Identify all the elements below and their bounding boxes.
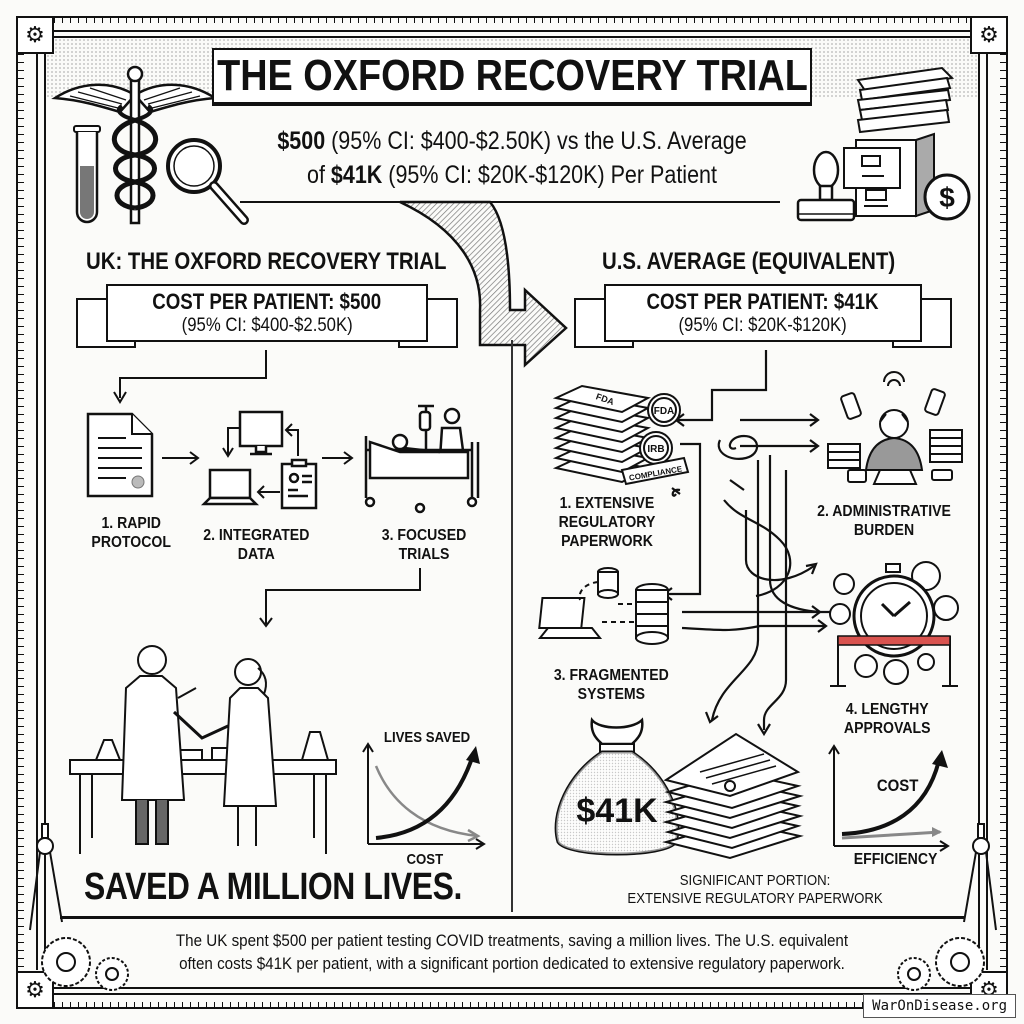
uk-cost-value: $500 [277,127,326,155]
watermark-link[interactable]: WarOnDisease.org [863,994,1016,1018]
us-chart-x-label: EFFICIENCY [853,851,938,868]
inner-frame [44,36,980,989]
gears-icon [41,937,129,991]
gear-icon: ⚙ [970,16,1008,54]
section-divider [511,340,513,912]
stopwatch-icon [829,561,959,687]
paper-stack-icon: FDA FDA IRB COMPLIANCE [552,384,690,486]
dollar-coin-icon: $ [923,173,971,221]
us-banner-ci: (95% CI: $20K-$120K) [678,315,848,336]
paperwork-pile-icon [662,732,804,860]
drafting-compass-icon [29,823,63,931]
svg-text:$: $ [939,182,955,213]
uk-cost-curve [374,765,479,838]
us-banner-cost: COST PER PATIENT: $41K [646,289,880,314]
us-cost-banner: COST PER PATIENT: $41K (95% CI: $20K-$12… [574,284,952,348]
gears-icon [897,937,985,991]
test-tube-icon [73,125,101,224]
computer-network-icon [200,410,318,510]
us-efficiency-line [841,830,941,840]
gear-icon: ⚙ [16,16,54,54]
curved-arrow-icon [399,200,568,368]
stressed-worker-icon [827,371,963,485]
rubber-stamp-icon [796,150,856,222]
significant-portion-caption: SIGNIFICANT PORTION:EXTENSIVE REGULATORY… [627,872,883,907]
database-icon [537,567,669,645]
outcome-headline: SAVED A MILLION LIVES. [84,866,462,908]
document-icon [86,412,154,498]
us-chart-y-label: COST [876,776,919,795]
us-cost-ci: (95% CI: $20K-$120K) Per Patient [382,161,717,189]
uk-section-heading: UK: THE OXFORD RECOVERY TRIAL [86,248,447,275]
drafting-compass-icon [963,823,997,931]
filing-cabinet-icon [843,66,955,218]
us-cost-value: $41K [330,161,383,189]
ruler-left [16,54,38,970]
uk-banner-cost: COST PER PATIENT: $500 [152,289,382,314]
divider [240,201,780,203]
uk-mini-chart [362,742,486,850]
magnifying-glass-icon [166,138,249,225]
stamp-fda-text: FDA [654,406,675,417]
ruler-right [986,54,1008,970]
ruler-top [54,16,970,32]
footer-divider [60,916,964,919]
ruler-bottom [54,993,970,1009]
subtitle-of: of [307,161,331,189]
footer-summary: The UK spent $500 per patient testing CO… [175,932,849,973]
page-title: THE OXFORD RECOVERY TRIAL [216,51,808,100]
uk-cost-ci: (95% CI: $400-$2.50K) vs the U.S. Averag… [325,127,747,155]
stamp-irb-text: IRB [647,444,664,455]
us-cost-curve [841,755,942,836]
uk-lives-curve [375,751,476,840]
uk-chart-x-label: COST [406,851,444,868]
us-mini-chart [828,744,950,852]
uk-cost-banner: COST PER PATIENT: $500 (95% CI: $400-$2.… [76,284,458,348]
hospital-bed-icon [364,404,480,514]
caduceus-icon [51,65,219,225]
money-bag-label: $41K [576,792,658,830]
subtitle: $500 (95% CI: $400-$2.50K) vs the U.S. A… [220,124,804,192]
gear-icon: ⚙ [16,971,54,1009]
page-title-box: THE OXFORD RECOVERY TRIAL [212,48,812,106]
us-section-heading: U.S. AVERAGE (EQUIVALENT) [602,248,896,275]
uk-chart-y-label: LIVES SAVED [383,729,471,746]
uk-banner-ci: (95% CI: $400-$2.50K) [181,315,353,336]
scientists-handshake-illustration [69,645,337,854]
money-bag-icon: $41K [554,716,680,856]
